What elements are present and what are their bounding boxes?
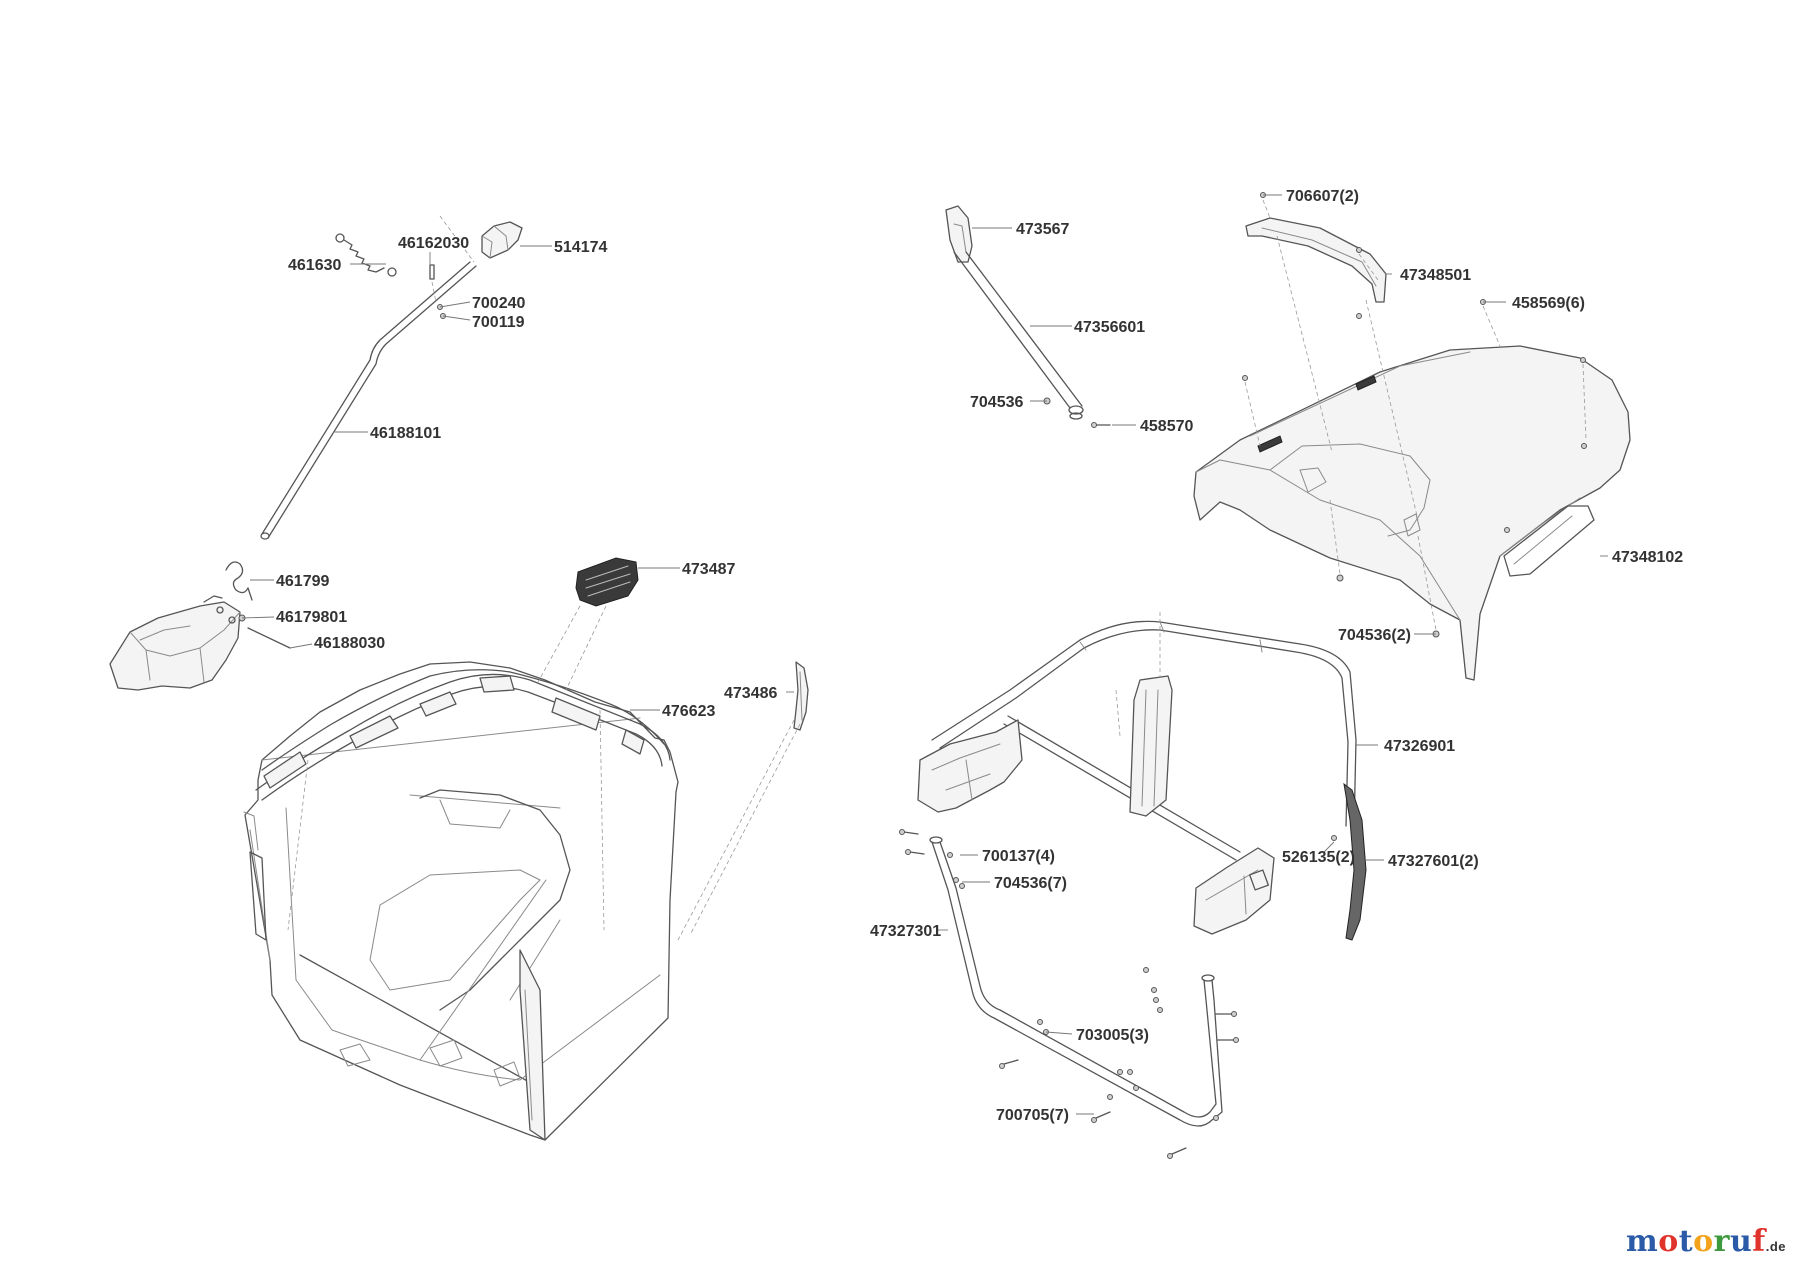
label-476623: 476623 <box>662 703 715 720</box>
assembly-line <box>1115 689 1121 737</box>
top-cover-47348102 <box>1193 345 1631 681</box>
assembly-line <box>1276 235 1333 453</box>
bracket-473486 <box>793 661 809 731</box>
assembly-line <box>1365 299 1419 521</box>
label-704536-2: 704536(2) <box>1338 627 1411 644</box>
part-labels: 461630 46162030 514174 700240 700119 461… <box>276 188 1683 1124</box>
label-526135: 526135(2) <box>1282 849 1355 866</box>
brand-name: motoruf <box>1626 1224 1766 1259</box>
grass-box-base <box>243 661 679 1141</box>
label-704536-7: 704536(7) <box>994 875 1067 892</box>
lever-rod-46188101 <box>260 261 477 540</box>
frame-lower-47327301 <box>929 836 1223 1127</box>
assembly-line <box>599 709 605 931</box>
top-rim-476623 <box>255 673 671 801</box>
screw-526135 <box>1331 835 1337 841</box>
label-700240: 700240 <box>472 295 525 312</box>
label-46179801: 46179801 <box>276 609 347 626</box>
spring-461630 <box>335 233 397 277</box>
label-46162030: 46162030 <box>398 235 469 252</box>
label-46188030: 46188030 <box>314 635 385 652</box>
label-46188101: 46188101 <box>370 425 441 442</box>
assembly-line <box>1417 535 1437 631</box>
frame-47326901 <box>917 620 1357 935</box>
screws-700705 <box>999 1059 1219 1159</box>
pin-46188030 <box>247 627 291 649</box>
label-700119: 700119 <box>472 314 525 331</box>
label-473486: 473486 <box>724 685 777 702</box>
label-458570: 458570 <box>1140 418 1193 435</box>
nut-704536-cover <box>1336 574 1344 582</box>
brand-letter: u <box>1729 1224 1753 1259</box>
leader-lines <box>241 194 1608 1115</box>
label-703005: 703005(3) <box>1076 1027 1149 1044</box>
label-473487: 473487 <box>682 561 735 578</box>
label-458569: 458569(6) <box>1512 295 1585 312</box>
bracket-47348501 <box>1245 217 1387 303</box>
label-47348501: 47348501 <box>1400 267 1471 284</box>
label-47326901: 47326901 <box>1384 738 1455 755</box>
pin-46162030 <box>429 264 435 280</box>
assembly-line <box>1329 499 1341 575</box>
label-473567: 473567 <box>1016 221 1069 238</box>
handle-bar-47356601 <box>945 205 1084 420</box>
assembly-line <box>1582 363 1587 441</box>
brand-letter: m <box>1626 1224 1659 1259</box>
label-47327601: 47327601(2) <box>1388 853 1479 870</box>
brand-letter: t <box>1678 1224 1694 1259</box>
nuts-704536 <box>947 852 1163 1013</box>
label-514174: 514174 <box>554 239 607 256</box>
label-47356601: 47356601 <box>1074 319 1145 336</box>
assembly-line <box>1262 199 1271 219</box>
screw-head <box>1091 422 1097 428</box>
brand-letter: f <box>1752 1224 1766 1259</box>
spring-461799 <box>225 561 253 601</box>
assembly-line <box>1482 305 1501 347</box>
assembly-line <box>1244 381 1261 447</box>
brand-suffix: .de <box>1765 1239 1786 1254</box>
label-704536: 704536 <box>970 394 1023 411</box>
assembly-line <box>565 605 607 691</box>
assembly-line <box>431 281 437 303</box>
brand-logo: motoruf.de <box>1626 1224 1786 1259</box>
screws-458569 <box>1242 299 1587 533</box>
assembly-line <box>537 605 581 683</box>
lever-housing <box>109 595 241 691</box>
assembly-line <box>677 719 795 941</box>
knob-514174 <box>481 221 523 259</box>
label-700705: 700705(7) <box>996 1107 1069 1124</box>
screws-700137 <box>899 829 1239 1043</box>
label-461630: 461630 <box>288 257 341 274</box>
assembly-line <box>439 215 475 263</box>
assembly-line <box>287 759 309 931</box>
handle-473487 <box>575 557 639 607</box>
side-bracket-47327601 <box>1343 782 1367 941</box>
label-47327301: 47327301 <box>870 923 941 940</box>
label-461799: 461799 <box>276 573 329 590</box>
assembly-line <box>1358 253 1379 281</box>
assembly-line <box>689 723 801 936</box>
label-700137: 700137(4) <box>982 848 1055 865</box>
brand-letter: o <box>1693 1224 1714 1259</box>
label-706607: 706607(2) <box>1286 188 1359 205</box>
label-47348102: 47348102 <box>1612 549 1683 566</box>
brand-letter: r <box>1713 1224 1730 1259</box>
brand-letter: o <box>1658 1224 1679 1259</box>
